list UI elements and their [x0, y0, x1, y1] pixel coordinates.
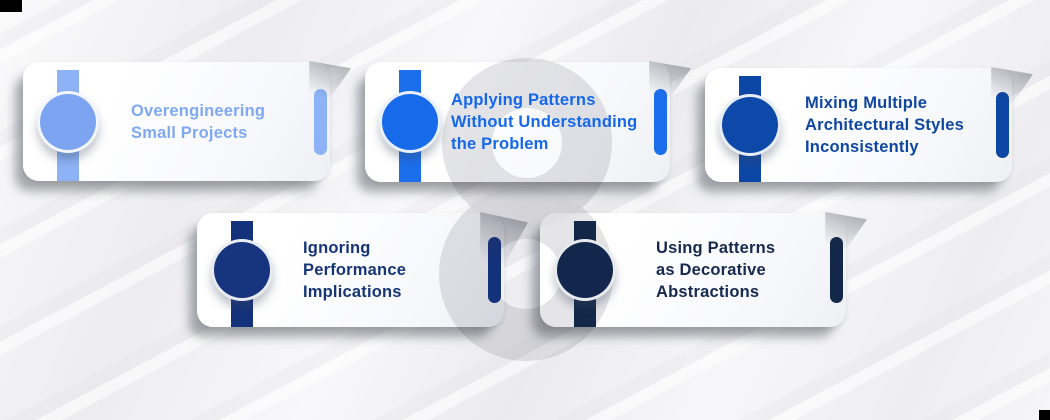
bullet-circle-icon: [554, 239, 616, 301]
card-title: Overengineering Small Projects: [131, 101, 266, 142]
card-edge-accent: [314, 88, 327, 155]
mistake-card-mixing-styles: Mixing Multiple Architectural Styles Inc…: [705, 67, 1033, 182]
bullet-circle-icon: [211, 239, 273, 301]
card-title: Ignoring Performance Implications: [303, 239, 407, 301]
card-edge-accent: [488, 237, 501, 303]
card-title: Using Patterns as Decorative Abstraction…: [656, 239, 776, 301]
card-edge-accent: [654, 89, 667, 155]
card-title: Mixing Multiple Architectural Styles Inc…: [805, 94, 964, 156]
bullet-circle-icon: [37, 90, 99, 153]
card-edge-accent: [996, 92, 1009, 158]
card-title: Applying Patterns Without Understanding …: [451, 91, 638, 153]
mistake-card-decorative-abstractions: Using Patterns as Decorative Abstraction…: [540, 212, 867, 327]
screen-corner-artifact: [1039, 410, 1050, 420]
bullet-circle-icon: [719, 94, 781, 156]
card-edge-accent: [830, 237, 843, 303]
mistake-card-applying-patterns: Applying Patterns Without Understanding …: [365, 61, 691, 182]
mistake-card-ignoring-performance: Ignoring Performance Implications: [197, 212, 528, 327]
screen-corner-artifact: [0, 0, 22, 12]
bullet-circle-icon: [379, 91, 441, 153]
mistake-card-overengineering: Overengineering Small Projects: [23, 61, 351, 181]
